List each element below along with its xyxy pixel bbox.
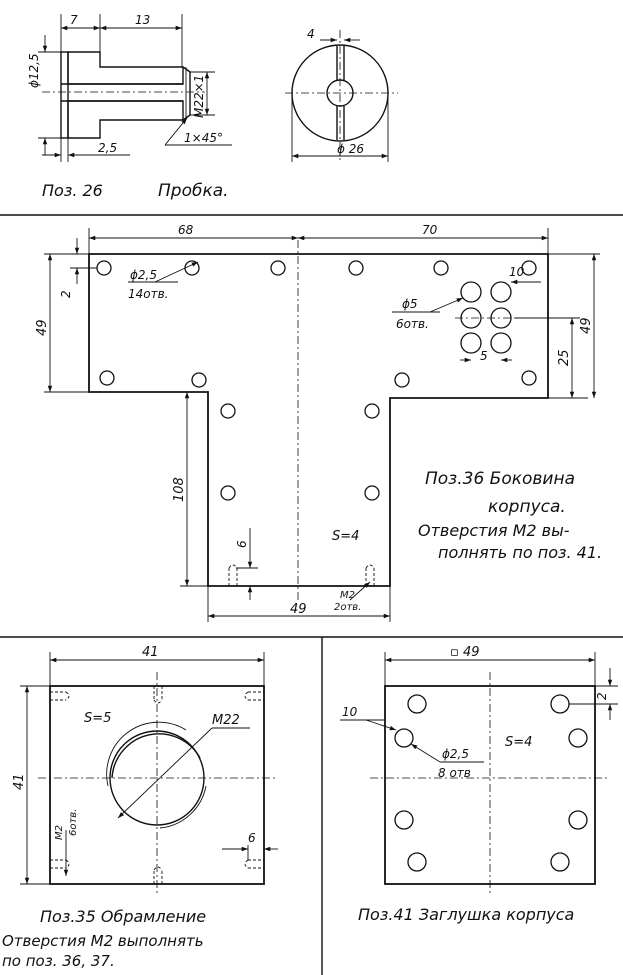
part35-caption-line1: Поз.35 Обрамление: [40, 907, 206, 926]
part41-dim-2: 2: [595, 692, 609, 700]
part36-dim-hole-d: ϕ2,5: [130, 268, 157, 282]
part36-dim-25: 25: [557, 349, 572, 366]
part41-dim-s: S=4: [505, 735, 532, 750]
part36-dim-108: 108: [172, 477, 187, 502]
part36-caption-line2: корпуса.: [488, 497, 566, 517]
part26-dim-13: 13: [135, 13, 150, 27]
part36-dim-49-bottom: 49: [290, 602, 307, 617]
part36-dim-49-left: 49: [35, 319, 50, 336]
part36-caption-line1: Поз.36 Боковина: [425, 469, 575, 489]
part35-caption-line3: по поз. 36, 37.: [2, 952, 115, 970]
part26-dim-chamfer: 1×45°: [184, 131, 223, 145]
part26-dim-d12-5: ϕ12,5: [27, 53, 41, 88]
part35-dim-41-top: 41: [142, 645, 159, 660]
part36-plate: [44, 228, 600, 622]
part26-dim-2-5: 2,5: [98, 141, 117, 155]
part36-dim-6: 6: [235, 540, 249, 548]
part35-frame: [20, 652, 278, 896]
part35-dim-s: S=5: [84, 711, 111, 726]
part35-caption-line2: Отверстия М2 выполнять: [2, 932, 204, 950]
part41-dim-10: 10: [342, 705, 358, 719]
part35-dim-41-left: 41: [12, 773, 27, 790]
part26-dim-m22: М22×1: [192, 75, 206, 118]
part36-dim-70: 70: [422, 223, 438, 237]
part36-dim-s: S=4: [332, 529, 359, 544]
part41-caption: Поз.41 Заглушка корпуса: [358, 905, 574, 924]
part41-dim-square: ▫ 49: [450, 645, 480, 660]
part26-dim-d26: ϕ 26: [337, 142, 364, 156]
part35-dim-6: 6: [248, 831, 256, 845]
part36-dim-68: 68: [178, 223, 194, 237]
part41-dim-hole-count: 8 отв: [438, 766, 471, 780]
part35-dim-m2-count: 6отв.: [68, 809, 79, 836]
part35-dim-m2: М2: [54, 825, 65, 840]
section-borders: [0, 214, 623, 975]
part36-dim-5: 5: [480, 349, 488, 363]
part26-dim-7: 7: [70, 13, 78, 27]
part26-front-view: [285, 30, 398, 162]
part36-dim-10: 10: [509, 265, 525, 279]
part36-dim-2: 2: [59, 290, 73, 298]
part36-dim-hole-count: 14отв.: [128, 287, 169, 301]
part36-dim-d5-count: 6отв.: [396, 317, 429, 331]
part36-dim-m2-count: 2отв.: [334, 602, 361, 613]
part36-dim-d5: ϕ5: [402, 297, 418, 311]
part35-dim-m22: М22: [212, 713, 240, 728]
part36-dim-m2: М2: [340, 590, 355, 601]
part36-caption-line3: Отверстия М2 вы-: [418, 521, 570, 540]
part36-caption-line4: полнять по поз. 41.: [438, 543, 602, 562]
part41-cover: [340, 652, 618, 896]
part36-dim-49-right: 49: [579, 317, 594, 334]
part26-caption-name: Пробка.: [158, 181, 229, 201]
part26-side-view: [38, 14, 232, 162]
part41-dim-hole-d: ϕ2,5: [442, 747, 469, 761]
part26-dim-4: 4: [307, 27, 315, 41]
part26-caption-num: Поз. 26: [42, 181, 103, 200]
